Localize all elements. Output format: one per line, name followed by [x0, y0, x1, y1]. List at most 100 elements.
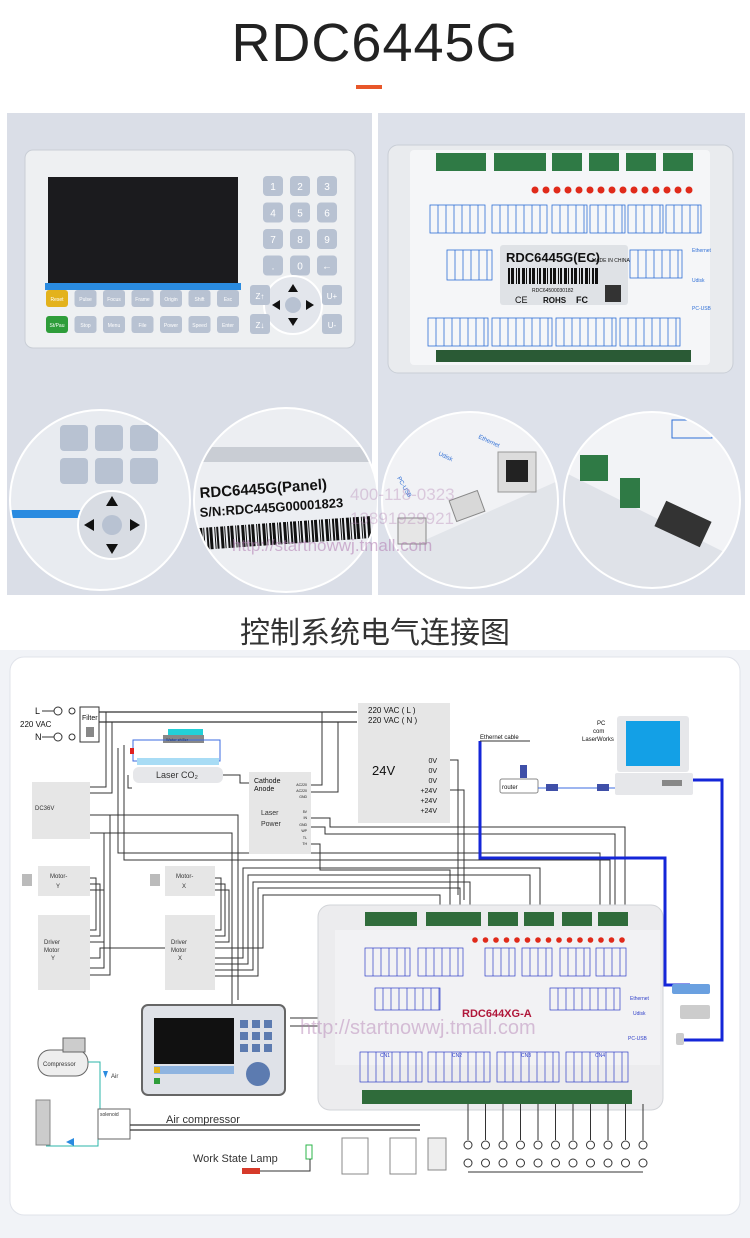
limit-switch — [463, 1158, 473, 1168]
key-label: Frame — [135, 297, 150, 303]
key-file[interactable] — [131, 316, 154, 333]
number-key[interactable] — [290, 176, 310, 196]
barcode-bar — [568, 268, 569, 284]
svg-text:Driver: Driver — [44, 940, 60, 946]
key-label: Speed — [192, 323, 207, 329]
svg-text:Ethernet cable: Ethernet cable — [480, 735, 519, 741]
limit-switch — [638, 1158, 648, 1168]
key-menu[interactable] — [103, 316, 125, 333]
key-origin[interactable] — [160, 290, 182, 307]
status-led — [587, 937, 594, 943]
svg-text:+24V: +24V — [420, 808, 437, 815]
laser-tube — [133, 767, 223, 783]
status-led — [575, 186, 583, 194]
status-led — [685, 186, 693, 194]
svg-text:Udisk: Udisk — [633, 1011, 646, 1017]
key-power[interactable] — [160, 316, 182, 333]
number-key[interactable] — [290, 229, 310, 249]
svg-text:24V: 24V — [372, 763, 395, 778]
key-label: 4 — [270, 209, 276, 220]
svg-text:Y: Y — [56, 884, 60, 890]
svg-text:+24V: +24V — [420, 798, 437, 805]
number-key[interactable] — [290, 202, 310, 223]
key-label: 5 — [297, 209, 303, 220]
number-key[interactable] — [263, 202, 283, 223]
key-reset[interactable] — [46, 290, 68, 307]
barcode-bar — [271, 522, 277, 545]
svg-text:+24V: +24V — [420, 788, 437, 795]
key-label: Power — [164, 323, 179, 329]
barcode-bar — [278, 522, 283, 545]
key-esc[interactable] — [217, 290, 239, 307]
svg-text:CN1: CN1 — [380, 1053, 390, 1059]
z-down-key[interactable] — [250, 314, 270, 334]
key-label: Focus — [107, 297, 121, 303]
number-key[interactable] — [263, 176, 283, 196]
key-label: Reset — [50, 297, 64, 303]
number-key[interactable] — [317, 255, 337, 276]
watermark-url: http://startnowwj.tmall.com — [232, 536, 432, 555]
status-led — [564, 186, 572, 194]
barcode-bar — [216, 526, 220, 549]
barcode-bar — [241, 524, 246, 548]
u-minus-key[interactable] — [322, 314, 342, 334]
barcode-bar — [331, 518, 336, 541]
key-stpau[interactable] — [46, 316, 68, 333]
svg-text:com: com — [593, 729, 604, 735]
key-label: 0 — [297, 262, 303, 273]
number-key[interactable] — [317, 202, 337, 223]
limit-switch — [586, 1158, 595, 1168]
svg-text:Power: Power — [261, 821, 282, 828]
status-led — [545, 937, 552, 943]
key-label: ← — [322, 262, 332, 273]
pin-map — [491, 204, 548, 234]
key-pulse[interactable] — [74, 290, 97, 307]
svg-text:Ethernet: Ethernet — [630, 996, 650, 1002]
barcode-bar — [282, 521, 288, 545]
key-focus[interactable] — [103, 290, 125, 307]
number-key[interactable] — [317, 176, 337, 196]
limit-switch — [516, 1140, 525, 1150]
barcode-bar — [543, 268, 546, 284]
pin-map — [619, 317, 681, 347]
number-key[interactable] — [290, 255, 310, 276]
key-speed[interactable] — [188, 316, 211, 333]
svg-text:Motor: Motor — [44, 948, 59, 954]
status-led — [503, 937, 510, 943]
limit-switch — [568, 1140, 578, 1150]
key-label: 1 — [270, 182, 276, 193]
key-shift[interactable] — [188, 290, 211, 307]
number-key[interactable] — [317, 229, 337, 249]
status-led — [586, 186, 594, 194]
key-stop[interactable] — [74, 316, 97, 333]
barcode-bar — [516, 268, 517, 284]
number-key[interactable] — [263, 229, 283, 249]
barcode-bar — [526, 268, 527, 284]
svg-text:MADE IN CHINA: MADE IN CHINA — [592, 258, 630, 264]
number-key[interactable] — [263, 255, 283, 276]
motor-y — [38, 866, 90, 896]
chiller-top — [168, 729, 203, 735]
status-led — [482, 937, 489, 943]
u-plus-key[interactable] — [322, 285, 342, 305]
barcode-bar — [276, 522, 280, 545]
z-up-key[interactable] — [250, 285, 270, 305]
status-led — [608, 937, 615, 943]
svg-text:CN2: CN2 — [452, 1053, 462, 1059]
motor-x — [165, 866, 215, 896]
key-frame[interactable] — [131, 290, 154, 307]
status-led — [674, 186, 682, 194]
pin-map — [364, 947, 411, 977]
limit-switch — [498, 1158, 508, 1168]
svg-text:CN3: CN3 — [521, 1053, 531, 1059]
barcode-bar — [318, 519, 322, 542]
status-led — [553, 186, 561, 194]
status-led — [619, 186, 627, 194]
barcode-bar — [307, 520, 311, 543]
pin-map — [427, 1051, 491, 1083]
svg-text:CE: CE — [515, 295, 528, 305]
pin-map — [429, 204, 486, 234]
barcode-bar — [341, 517, 346, 541]
barcode-bar — [532, 268, 535, 284]
key-enter[interactable] — [217, 316, 239, 333]
